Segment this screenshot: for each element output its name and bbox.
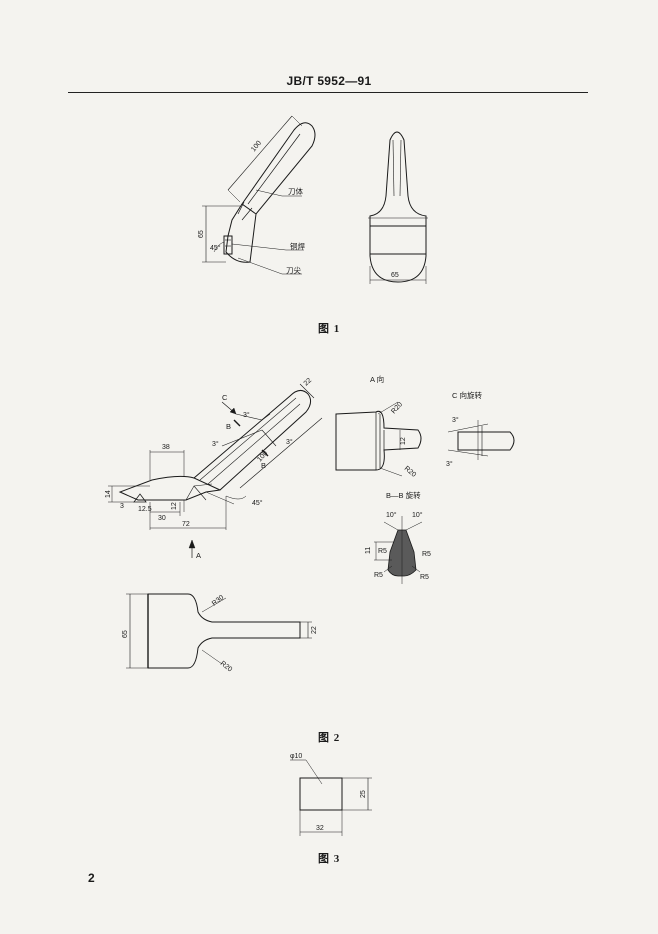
section-bb-11: 11 [365, 547, 372, 554]
fig1-label-body: 刀体 [288, 186, 303, 196]
fig2-dim-12-5: 12.5 [138, 506, 152, 513]
section-bb-10b: 10° [412, 511, 423, 519]
standard-number: JB/T 5952—91 [286, 74, 372, 88]
figure2-caption: 图 2 [318, 732, 341, 744]
section-bb-r5a: R5 [378, 548, 387, 555]
header-rule [68, 92, 588, 93]
fig2-label-b-bottom: B [261, 461, 266, 470]
fig2-label-b-top: B [226, 422, 231, 431]
fig2-dim-14: 14 [105, 490, 112, 498]
section-bb-r5b: R5 [422, 551, 431, 558]
figure2-view-c [447, 420, 515, 460]
fig2-label-a: A [196, 551, 201, 560]
view-a-r20-bottom: R20 [403, 465, 417, 479]
section-bb-10a: 10° [386, 511, 397, 519]
fig3-dim-width: 32 [316, 825, 324, 832]
figure1-caption: 图 1 [318, 323, 341, 335]
fig2-dim-30: 30 [158, 515, 166, 522]
page-number: 2 [88, 871, 95, 885]
fig2-dim-38: 38 [162, 444, 170, 451]
fig2-dim-3c: 3° [286, 438, 293, 446]
section-bb-title: B—B 旋转 [386, 490, 421, 500]
fig3-dim-height: 25 [360, 790, 367, 798]
view-a-dim-12: 12 [400, 437, 407, 445]
view-c-3b: 3° [446, 460, 453, 468]
section-bb-r5d: R5 [420, 574, 429, 581]
fig2-dim-72: 72 [182, 521, 190, 528]
fig2-label-c: C [222, 393, 228, 402]
view-c-3a: 3° [452, 416, 459, 424]
view-c-title: C 向旋转 [452, 390, 482, 400]
fig1-label-tip: 刀尖 [286, 265, 301, 275]
figure1-side-view [202, 115, 316, 275]
fig1-label-brazed: 铜焊 [290, 241, 305, 251]
plan-dim-r30: R30 [211, 594, 226, 607]
figure2-view-a [335, 401, 422, 477]
figure3-block [290, 759, 372, 836]
plan-dim-65: 65 [122, 630, 129, 638]
fig2-dim-22: 22 [303, 377, 314, 387]
plan-dim-r20: R20 [219, 660, 234, 673]
plan-dim-22: 22 [311, 626, 318, 634]
fig1-dim-45: 45° [210, 244, 221, 252]
fig2-dim-3b: 3° [212, 440, 219, 448]
fig2-dim-45: 45° [252, 499, 263, 507]
fig1-dim-65: 65 [198, 230, 205, 238]
fig2-dim-3a: 3° [243, 411, 250, 419]
figure2-section-bb [374, 516, 423, 584]
figure2-plan-view [126, 593, 312, 669]
view-a-title: A 向 [370, 374, 384, 384]
figure1-front-view [368, 131, 428, 284]
fig2-dim-12: 12 [171, 502, 178, 510]
figure3-caption: 图 3 [318, 853, 341, 865]
fig1-dim-width: 65 [391, 272, 399, 279]
figure2-side-view [108, 383, 323, 558]
fig2-dim-3: 3 [120, 503, 124, 510]
section-bb-r5c: R5 [374, 572, 383, 579]
view-a-r20-top: R20 [390, 401, 404, 415]
fig3-dim-dia: φ10 [290, 753, 302, 760]
